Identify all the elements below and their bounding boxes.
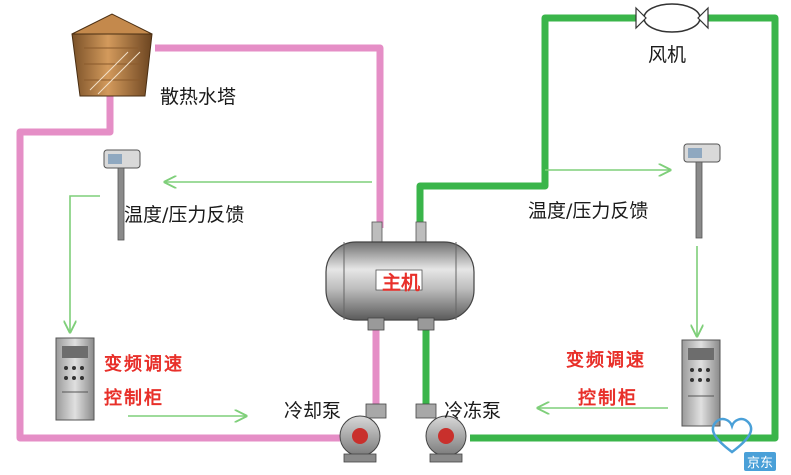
cooling-water-loop [16, 44, 384, 442]
vfd-right-label-line2: 控制柜 [578, 388, 638, 409]
cooling-supply-pipe [155, 44, 384, 228]
temp-pressure-sensor-right-icon [683, 143, 721, 239]
chilled-return-pipe [470, 14, 779, 442]
feedback-left-label: 温度/压力反馈 [124, 204, 245, 226]
temp-pressure-sensor-left-icon [103, 149, 141, 241]
signal-left-down [70, 195, 100, 332]
vfd-cabinet-right-icon [681, 339, 721, 427]
watermark-logo-icon [711, 417, 753, 454]
cooling-return-pipe [16, 92, 340, 442]
main-unit-label: 主机 [382, 272, 421, 294]
chilled-water-loop [416, 14, 779, 442]
cooling-pump-label: 冷却泵 [284, 400, 342, 422]
vfd-left-label-line1: 变频调速 [104, 354, 184, 375]
fan-icon [635, 3, 709, 33]
vfd-cabinet-left-icon [55, 337, 95, 421]
chilled-pump-icon [415, 403, 467, 463]
feedback-right-label: 温度/压力反馈 [528, 200, 649, 222]
cooling-pump-icon [339, 403, 387, 463]
watermark-text: 京东 [744, 452, 777, 471]
main-chiller-icon [325, 221, 475, 331]
feedback-signal-lines [70, 170, 697, 416]
vfd-left-label-line2: 控制柜 [104, 388, 164, 409]
fan-label: 风机 [648, 44, 687, 66]
chilled-pump-label: 冷冻泵 [444, 400, 502, 422]
vfd-right-label-line1: 变频调速 [566, 350, 646, 371]
chilled-supply-pipe [416, 14, 645, 228]
cooling-tower-label: 散热水塔 [160, 86, 237, 108]
cooling-tower-icon [71, 13, 153, 97]
